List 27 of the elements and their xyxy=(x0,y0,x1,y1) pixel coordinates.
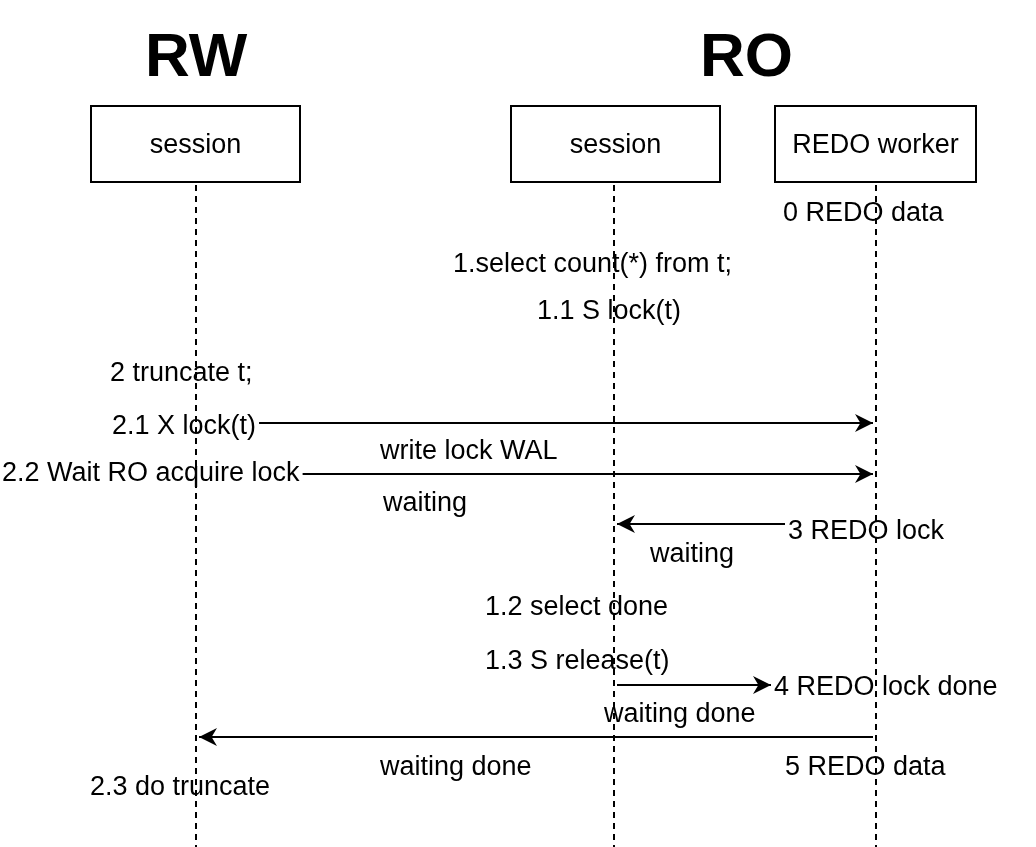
participant-box: session xyxy=(90,105,301,183)
step-text: 1.1 S lock(t) xyxy=(536,295,683,325)
message-text: 2.1 X lock(t) xyxy=(110,410,259,440)
message-arrow xyxy=(198,728,874,746)
message-text: 3 REDO lock xyxy=(786,515,947,545)
edge-label: waiting done xyxy=(379,751,533,781)
step-text: 1.select count(*) from t; xyxy=(452,248,734,278)
step-text: 1.3 S release(t) xyxy=(484,645,671,675)
message-arrow xyxy=(301,465,874,483)
step-text: 0 REDO data xyxy=(782,197,945,227)
message-text: 4 REDO lock done xyxy=(772,671,1000,701)
step-text: 5 REDO data xyxy=(784,751,947,781)
participant-box: session xyxy=(510,105,721,183)
message-arrow xyxy=(258,414,874,432)
participant-box: REDO worker xyxy=(774,105,977,183)
message-arrow xyxy=(616,676,772,694)
message-text: 2.2 Wait RO acquire lock xyxy=(0,457,302,487)
edge-label: waiting xyxy=(649,538,736,568)
step-text: 1.2 select done xyxy=(484,591,670,621)
step-text: 2.3 do truncate xyxy=(89,771,272,801)
step-text: 2 truncate t; xyxy=(109,357,254,387)
step-text: waiting xyxy=(382,487,469,517)
message-arrow xyxy=(616,515,786,533)
group-heading: RO xyxy=(700,20,793,90)
edge-label: write lock WAL xyxy=(379,435,559,465)
edge-label: waiting done xyxy=(603,698,757,728)
group-heading: RW xyxy=(145,20,248,90)
